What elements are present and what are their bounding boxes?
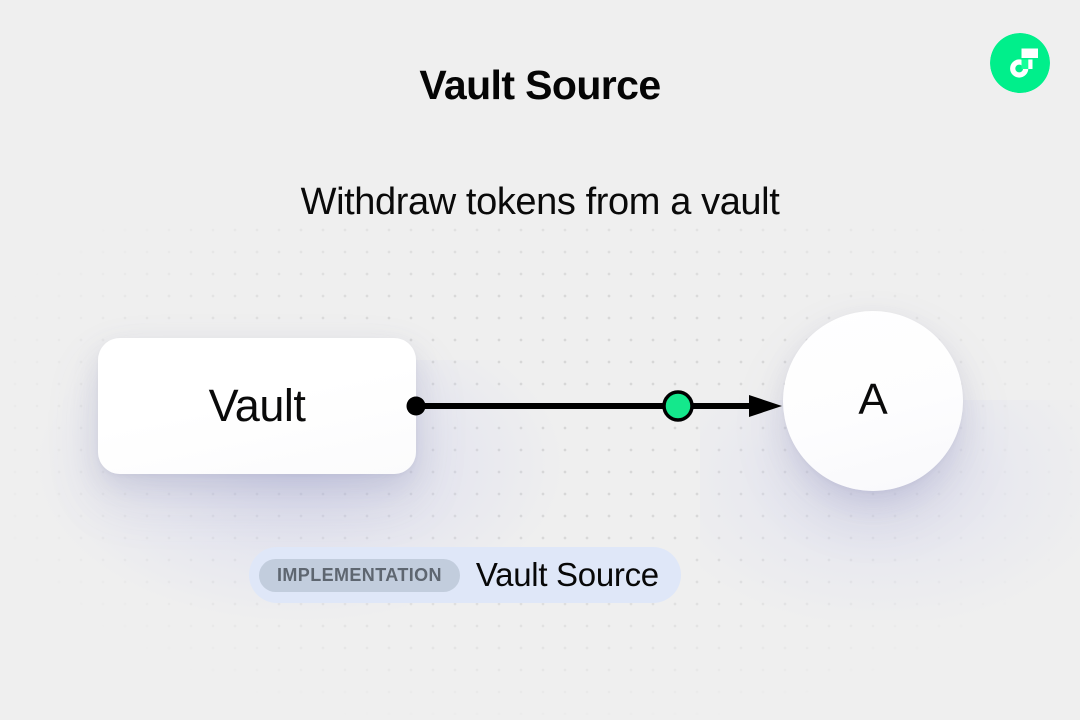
implementation-badge[interactable]: IMPLEMENTATION Vault Source (249, 547, 681, 603)
node-vault[interactable]: Vault (98, 338, 416, 474)
node-vault-label: Vault (208, 379, 306, 431)
edge-arrowhead-icon (749, 395, 782, 417)
flow-logo-icon (990, 33, 1050, 93)
edge-midpoint-marker[interactable] (662, 390, 694, 422)
page-title: Vault Source (419, 62, 661, 108)
implementation-tag-label: IMPLEMENTATION (259, 558, 460, 592)
node-a[interactable]: A (783, 311, 963, 491)
edge-source-handle[interactable] (406, 396, 426, 416)
page-subtitle: Withdraw tokens from a vault (300, 181, 780, 223)
node-a-label: A (858, 375, 888, 424)
implementation-name-label: Vault Source (475, 555, 659, 593)
